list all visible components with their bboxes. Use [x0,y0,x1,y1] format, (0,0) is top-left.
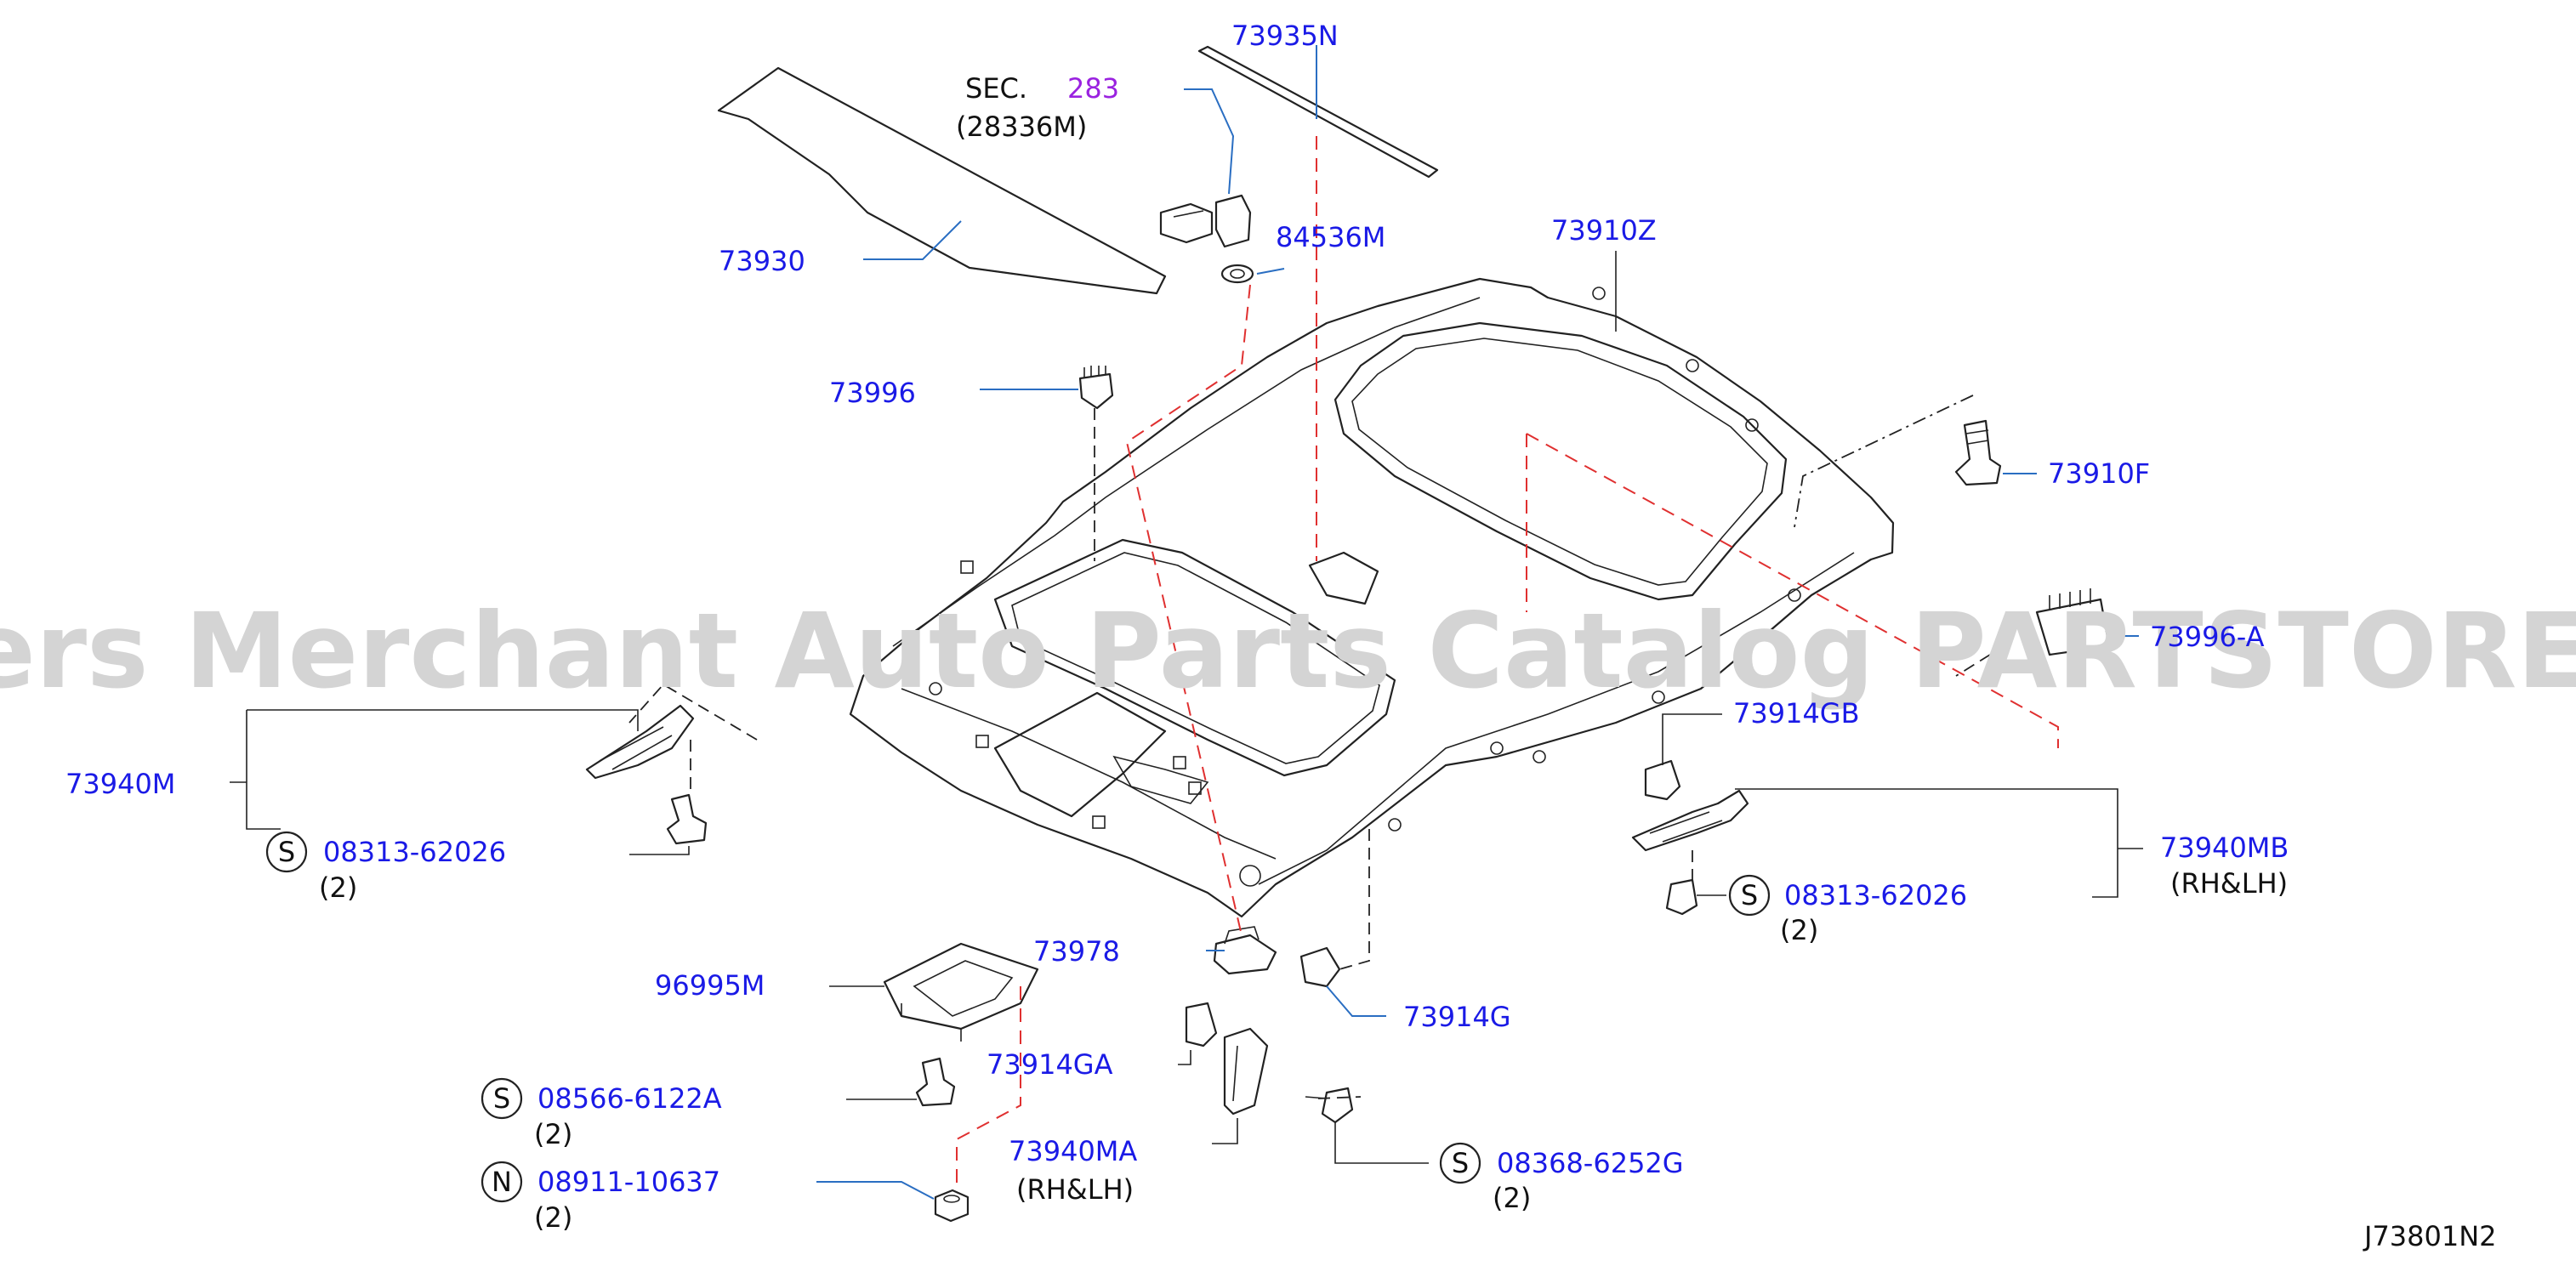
label-73910F[interactable]: 73910F [2048,457,2150,490]
fastener-qty: (2) [1780,914,1818,946]
fastener-callout-2[interactable]: S 08313-62026 (2) [1697,874,1967,946]
fastener-callout-3[interactable]: S 08566-6122A (2) [481,1077,722,1150]
pad-73930 [717,66,1167,295]
label-73935N[interactable]: 73935N [1231,20,1339,52]
fastener-qty: (2) [534,1201,572,1234]
fastener-qty: (2) [534,1118,572,1150]
label-73940MB-side: (RH&LH) [2170,867,2288,900]
fastener-qty: (2) [319,871,357,904]
clip-73910F [1954,419,2037,486]
fastener-part[interactable]: 08313-62026 [323,836,506,868]
clip-73996-a [2035,588,2139,656]
fastener-part[interactable]: 08313-62026 [1784,879,1967,911]
fastener-part[interactable]: 08911-10637 [537,1166,720,1198]
headliner-73910Z [849,277,1895,918]
diagram-code: J73801N2 [2363,1220,2497,1252]
bracket-96995M [829,942,1039,1042]
fastener-symbol: S [1452,1147,1469,1179]
section-prefix: SEC. [965,72,1027,105]
section-sub: (28336M) [956,111,1087,143]
label-84536M[interactable]: 84536M [1276,221,1385,253]
section-number[interactable]: 283 [1067,72,1119,105]
grommet-84536M [1220,264,1285,284]
fastener-part[interactable]: 08368-6252G [1497,1147,1684,1179]
grip-73940MB [1631,713,2143,916]
fastener-callout-1[interactable]: S 08313-62026 (2) [265,831,506,904]
label-73978[interactable]: 73978 [1033,935,1120,968]
label-73914GB[interactable]: 73914GB [1733,697,1860,730]
harness-sec283 [1159,88,1252,248]
fastener-symbol: S [278,836,295,868]
alignment-red-lines [956,136,2059,1190]
strip-73935N [1197,45,1439,179]
screw-08566-6122A [846,1057,956,1107]
grip-73940MA [1212,1027,1269,1144]
label-96995M[interactable]: 96995M [655,969,765,1002]
label-73914GA[interactable]: 73914GA [987,1048,1113,1081]
fastener-symbol: S [493,1082,510,1115]
screw-08368-6252G [1305,1087,1429,1164]
label-73940MB[interactable]: 73940MB [2160,832,2289,864]
clip-73914G [1299,946,1386,1017]
grip-73940M [230,704,708,855]
clip-73914GA [1178,1002,1218,1065]
watermark-text: Offers Merchant Auto Parts Catalog PARTS… [0,591,2576,712]
label-73996-a[interactable]: 73996-A [2150,621,2265,653]
assembly-lines [628,395,1991,1099]
label-73940MA[interactable]: 73940MA [1009,1135,1137,1167]
label-73914G[interactable]: 73914G [1403,1001,1511,1033]
clip-73996 [980,366,1114,410]
label-73940MA-side: (RH&LH) [1016,1173,1134,1206]
lamp-73978 [1206,926,1277,975]
fastener-part[interactable]: 08566-6122A [537,1082,722,1115]
fastener-callout-5[interactable]: S 08368-6252G (2) [1439,1142,1684,1214]
fastener-symbol: N [492,1166,512,1198]
label-73930[interactable]: 73930 [719,245,805,277]
label-73940M[interactable]: 73940M [65,768,175,800]
fastener-qty: (2) [1493,1182,1531,1214]
label-73910Z[interactable]: 73910Z [1551,214,1657,247]
fastener-symbol: S [1741,879,1758,911]
label-73996[interactable]: 73996 [829,377,916,409]
fastener-callout-4[interactable]: N 08911-10637 (2) [481,1161,720,1234]
nut-08911-10637 [816,1181,970,1223]
